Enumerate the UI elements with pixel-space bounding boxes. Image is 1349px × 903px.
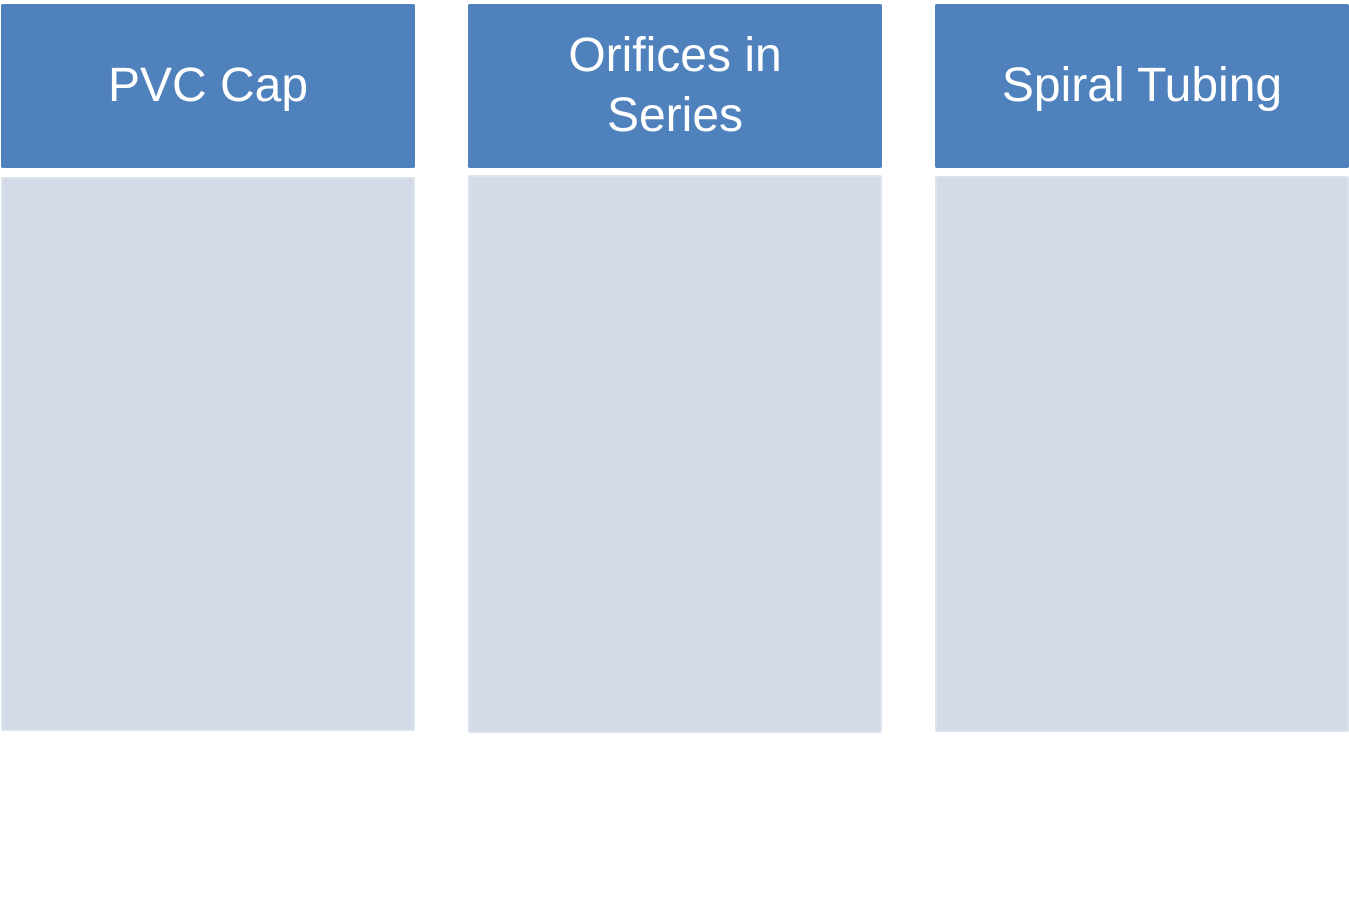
column-orifices-in-series: Orifices in Series (468, 0, 882, 903)
column-spiral-tubing: Spiral Tubing (935, 0, 1349, 903)
column-header: Orifices in Series (468, 4, 882, 168)
column-body (935, 176, 1349, 732)
column-header: PVC Cap (1, 4, 415, 168)
column-title: PVC Cap (107, 59, 309, 112)
column-body (1, 177, 415, 731)
column-title: Spiral Tubing (1001, 59, 1283, 112)
column-header: Spiral Tubing (935, 4, 1349, 168)
column-body (468, 175, 882, 733)
column-title: Orifices in Series (568, 29, 782, 142)
column-pvc-cap: PVC Cap (1, 0, 415, 903)
